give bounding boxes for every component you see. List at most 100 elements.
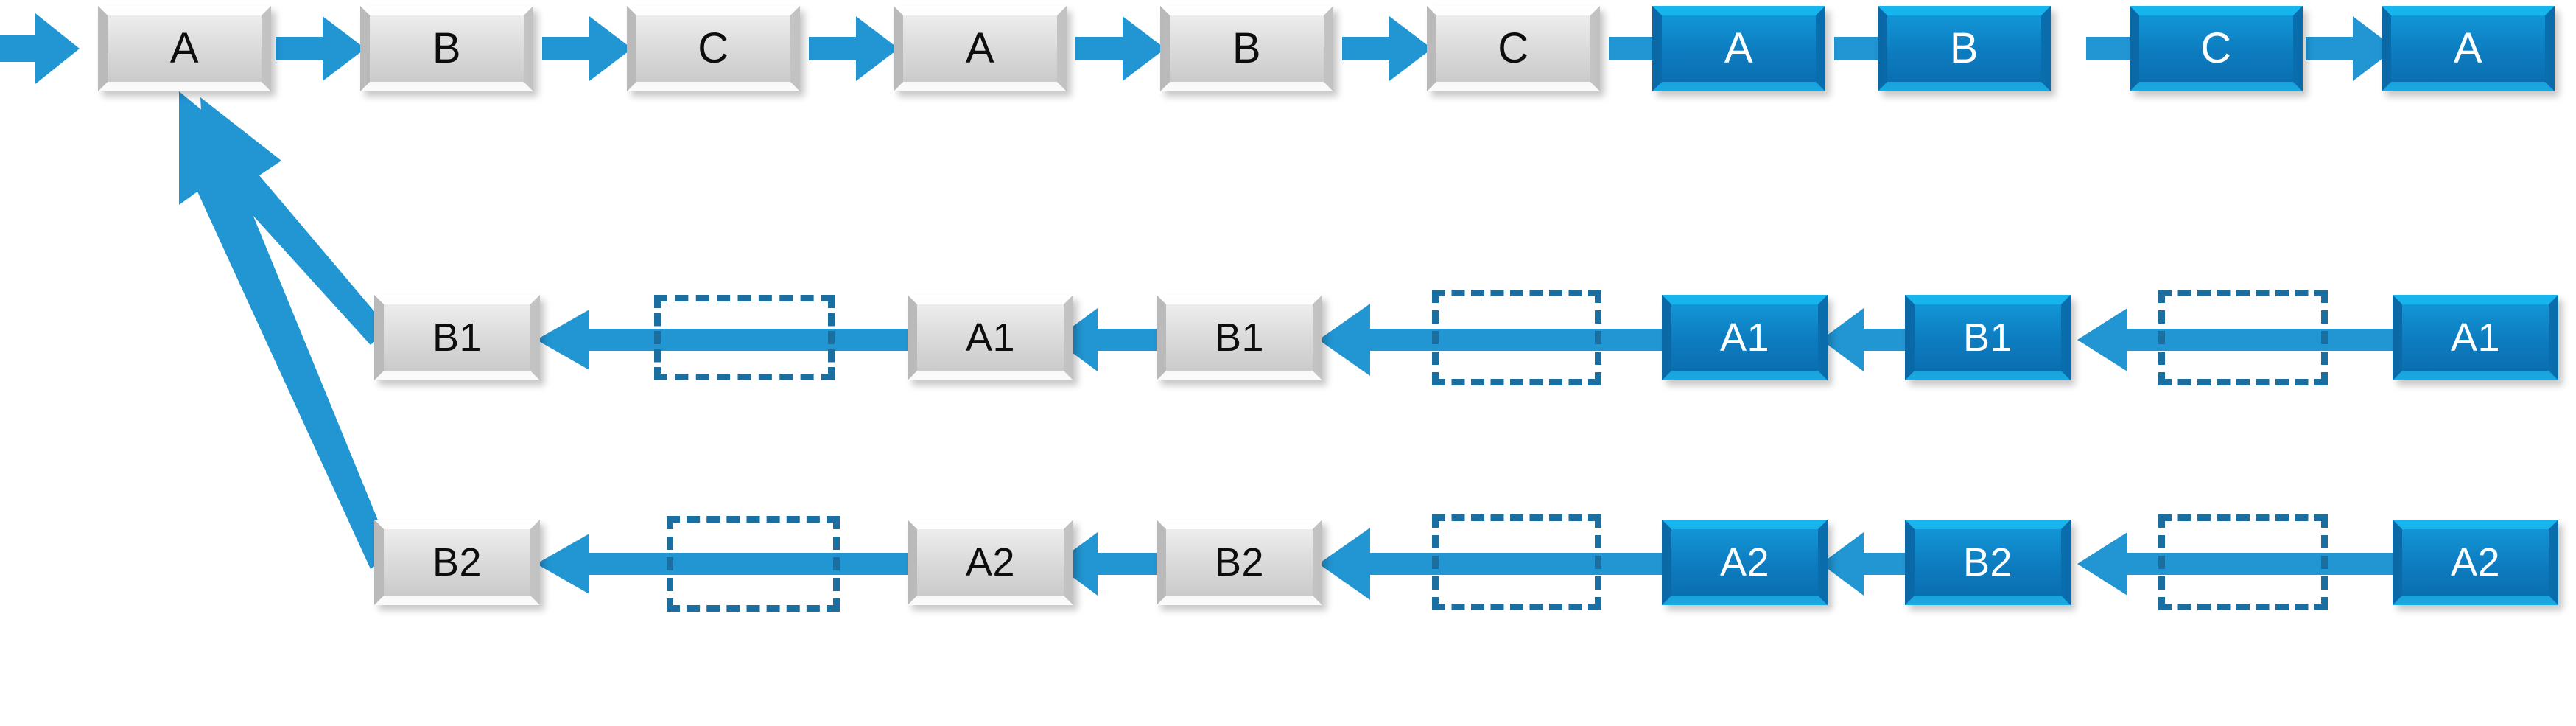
node-face: A [98,6,271,91]
node-bevel-inner [384,529,530,596]
node-bevel-inner [1915,304,2061,371]
node-bevel-inner [917,529,1064,596]
node-substage-1-row-a1-1[interactable]: A1 [908,295,1073,380]
node-face: A2 [908,520,1073,605]
node-main-stage-row-a-6[interactable]: A [1652,6,1825,91]
arrow-row2-4 [1821,308,1908,371]
node-substage-2-row-a2-3[interactable]: A2 [1662,520,1828,605]
node-bevel-inner [903,15,1057,82]
node-face: C [1427,6,1600,91]
node-substage-1-row-b1-4[interactable]: B1 [1905,295,2071,380]
node-bevel-inner [1662,15,1816,82]
node-face: A [894,6,1067,91]
node-bevel [908,295,1073,380]
node-bevel-inner [384,304,530,371]
node-bevel [374,520,540,605]
node-substage-1-row-a1-3[interactable]: A1 [1662,295,1828,380]
node-main-stage-row-c-5[interactable]: C [1427,6,1600,91]
node-bevel [2130,6,2303,91]
node-substage-2-row-b2-4[interactable]: B2 [1905,520,2071,605]
placeholder-row3-1 [667,516,840,612]
node-bevel-inner [1887,15,2041,82]
placeholder-row2-2 [1432,290,1601,385]
node-bevel-inner [1166,529,1313,596]
node-substage-2-row-b2-0[interactable]: B2 [374,520,540,605]
node-face: A2 [1662,520,1828,605]
arrow-row1-5 [1342,16,1432,81]
arrow-row1-3 [809,16,899,81]
placeholder-row2-3 [2158,290,2328,385]
node-bevel [2393,295,2558,380]
node-face: C [627,6,800,91]
node-face: C [2130,6,2303,91]
arrow-diagonal-b1-to-a [200,97,389,345]
node-face: A1 [908,295,1073,380]
node-face: B [360,6,533,91]
placeholder-row3-3 [2158,514,2328,610]
placeholder-row3-2 [1432,514,1601,610]
node-bevel [1662,520,1828,605]
node-bevel-inner [917,304,1064,371]
node-substage-2-row-a2-1[interactable]: A2 [908,520,1073,605]
node-substage-1-row-b1-0[interactable]: B1 [374,295,540,380]
node-face: B [1160,6,1333,91]
placeholder-row2-1 [654,295,835,380]
node-substage-1-row-b1-2[interactable]: B1 [1157,295,1322,380]
node-face: A2 [2393,520,2558,605]
node-main-stage-row-a-0[interactable]: A [98,6,271,91]
node-main-stage-row-b-7[interactable]: B [1878,6,2051,91]
arrow-row1-1 [276,16,365,81]
node-substage-1-row-a1-5[interactable]: A1 [2393,295,2558,380]
node-main-stage-row-c-2[interactable]: C [627,6,800,91]
node-bevel [1157,295,1322,380]
node-bevel-inner [1436,15,1590,82]
node-face: B2 [1905,520,2071,605]
node-face: B2 [374,520,540,605]
node-bevel [98,6,271,91]
node-bevel-inner [2391,15,2545,82]
node-bevel-inner [1671,304,1818,371]
node-bevel [1905,520,2071,605]
node-face: A1 [2393,295,2558,380]
node-bevel-inner [1166,304,1313,371]
node-bevel [374,295,540,380]
node-main-stage-row-b-1[interactable]: B [360,6,533,91]
node-bevel [1878,6,2051,91]
node-bevel-inner [1671,529,1818,596]
node-main-stage-row-a-3[interactable]: A [894,6,1067,91]
arrow-row3-4 [1821,532,1908,596]
node-bevel [1905,295,2071,380]
arrow-row1-2 [542,16,632,81]
node-face: B [1878,6,2051,91]
node-bevel [1662,295,1828,380]
node-face: B1 [374,295,540,380]
node-bevel [1160,6,1333,91]
node-main-stage-row-b-4[interactable]: B [1160,6,1333,91]
node-bevel [2382,6,2555,91]
node-face: A [1652,6,1825,91]
arrow-row1-4 [1075,16,1165,81]
node-bevel-inner [1170,15,1324,82]
node-main-stage-row-c-8[interactable]: C [2130,6,2303,91]
arrow-diagonal-b2-to-a [179,91,392,569]
node-substage-2-row-b2-2[interactable]: B2 [1157,520,1322,605]
node-face: A1 [1662,295,1828,380]
node-bevel [360,6,533,91]
node-substage-2-row-a2-5[interactable]: A2 [2393,520,2558,605]
node-main-stage-row-a-9[interactable]: A [2382,6,2555,91]
node-bevel-inner [636,15,790,82]
node-face: B1 [1157,295,1322,380]
node-face: A [2382,6,2555,91]
node-bevel [894,6,1067,91]
node-bevel-inner [1915,529,2061,596]
node-bevel-inner [2402,529,2549,596]
node-bevel-inner [2402,304,2549,371]
output-arrow [0,13,80,84]
node-bevel [1427,6,1600,91]
node-bevel-inner [2139,15,2293,82]
node-bevel [2393,520,2558,605]
node-bevel [627,6,800,91]
node-bevel-inner [370,15,524,82]
node-bevel [1157,520,1322,605]
